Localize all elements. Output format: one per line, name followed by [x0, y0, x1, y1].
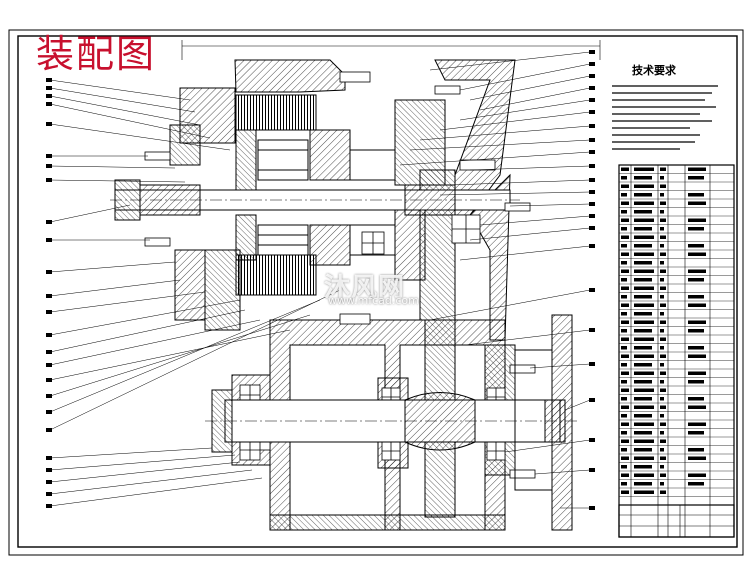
drawing-title: 装配图: [36, 32, 157, 76]
part-leader-lines-right: [399, 51, 591, 509]
output-shaft: [205, 314, 580, 531]
part-number-tags: [46, 50, 595, 510]
drawing-frame: [8, 29, 744, 556]
overall-dimension-line: [181, 40, 601, 60]
main-input-shaft: [110, 179, 520, 221]
watermark-brand: 沐风网: [324, 273, 406, 303]
part-leader-lines-left: [49, 79, 341, 507]
bearing-symbols: [239, 214, 506, 461]
bom-cell-text-marks: [621, 167, 706, 494]
clutch-assembly: [235, 94, 446, 296]
title-block: [618, 504, 735, 538]
fasteners: [144, 71, 536, 479]
bom-row-lines: [619, 173, 734, 497]
technical-requirements-heading: 技术要求: [632, 64, 676, 77]
watermark-url: www.mfcad.com: [328, 294, 419, 307]
technical-requirements-lines: [612, 85, 718, 150]
